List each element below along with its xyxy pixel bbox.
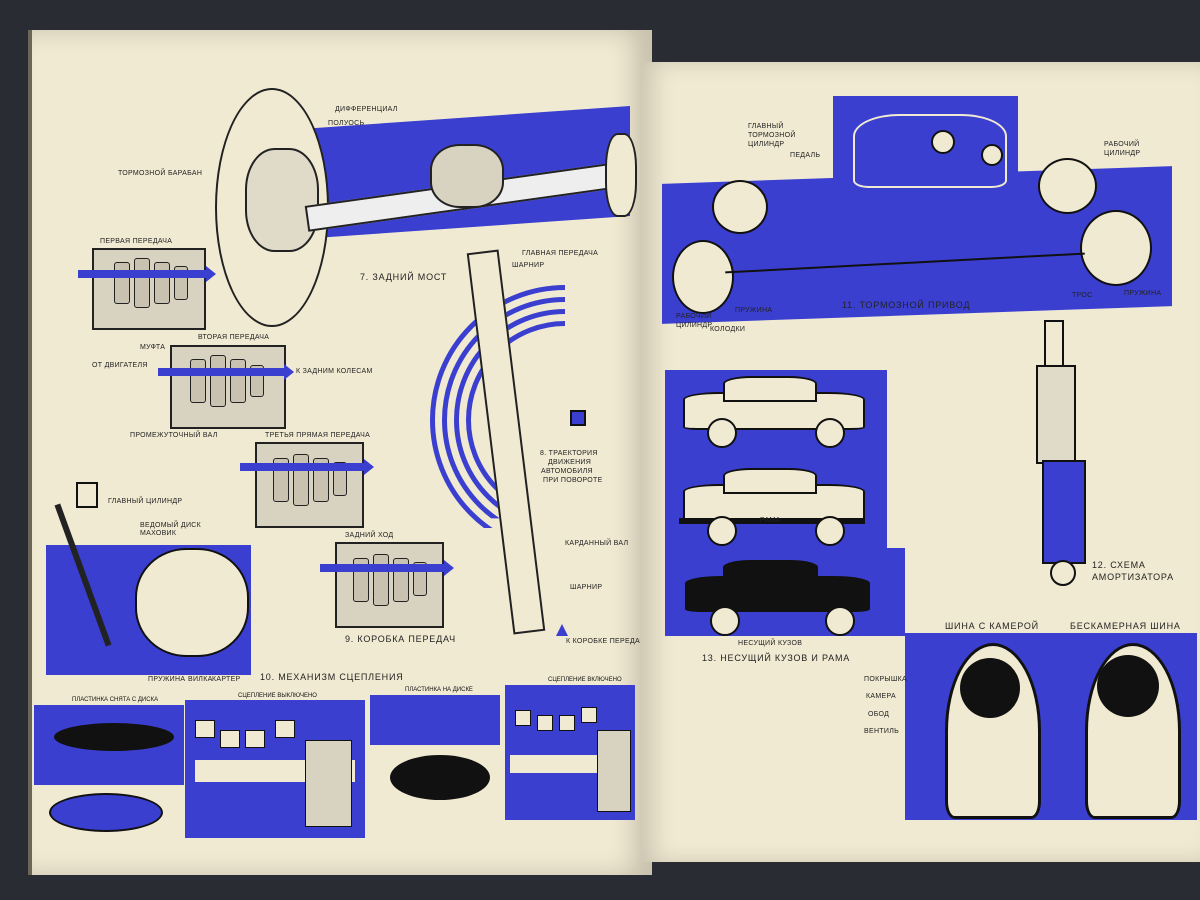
from-gearbox-label: К КОРОБКЕ ПЕРЕДАЧ <box>566 638 644 645</box>
first-gear-diagram <box>92 248 206 330</box>
housing-label: КАРТЕР <box>212 676 241 683</box>
cable-label: ТРОС <box>1072 292 1093 299</box>
cardan-shaft-label: КАРДАННЫЙ ВАЛ <box>565 540 628 547</box>
clutch-panel-1-label: ПЛАСТИНКА СНЯТА С ДИСКА <box>72 697 158 703</box>
coupling-label: МУФТА <box>140 344 165 351</box>
body-panel-3 <box>665 548 905 636</box>
clutch-panel-3 <box>370 695 500 830</box>
trajectory-caption-line-3: АВТОМОБИЛЯ <box>541 468 593 475</box>
brake-drum-rear-icon <box>1038 158 1097 214</box>
shock-absorber-diagram <box>1030 320 1100 595</box>
brake-drum-front-icon <box>712 180 768 234</box>
body-panel-2 <box>665 462 887 554</box>
reverse-flow-arrow <box>320 564 444 572</box>
cardan-direction-arrow-icon <box>556 624 568 636</box>
from-engine-label: ОТ ДВИГАТЕЛЯ <box>92 362 148 369</box>
third-gear-label: ТРЕТЬЯ ПРЯМАЯ ПЕРЕДАЧА <box>265 432 370 439</box>
half-shaft-label: ПОЛУОСЬ <box>328 120 364 127</box>
clutch-panel-1 <box>34 705 184 840</box>
clutch-panel-4 <box>505 685 635 820</box>
flywheel-label: МАХОВИК <box>140 530 176 537</box>
driven-disk-label: ВЕДОМЫЙ ДИСК <box>140 522 201 529</box>
rear-axle-joint-label: ШАРНИР <box>512 262 544 269</box>
second-gear-flow-arrow <box>158 368 284 376</box>
third-gear-flow-arrow <box>240 463 364 471</box>
master-cylinder-label-1: ГЛАВНЫЙ ЦИЛИНДР <box>108 498 182 505</box>
main-gear-label: ГЛАВНАЯ ПЕРЕДАЧА <box>522 250 598 257</box>
shock-caption-line-2: АМОРТИЗАТОРА <box>1092 572 1174 582</box>
master-brake-cylinder-label: ГЛАВНЫЙ ТОРМОЗНОЙ ЦИЛИНДР <box>748 122 818 149</box>
rim-label: ОБОД <box>868 711 889 718</box>
tube-tire-title: ШИНА С КАМЕРОЙ <box>945 621 1039 631</box>
master-cylinder-icon <box>76 482 98 508</box>
to-rear-wheels-label: К ЗАДНИМ КОЛЕСАМ <box>296 368 373 375</box>
rear-axle-caption: 7. ЗАДНИЙ МОСТ <box>360 272 447 282</box>
clutch-caption: 10. МЕХАНИЗМ СЦЕПЛЕНИЯ <box>260 672 404 682</box>
brake-car-inset <box>833 96 1018 214</box>
tubeless-tire-title: БЕСКАМЕРНАЯ ШИНА <box>1070 621 1181 631</box>
brake-drive-caption: 11. ТОРМОЗНОЙ ПРИВОД <box>842 300 970 310</box>
trajectory-caption-line-1: 8. ТРАЕКТОРИЯ <box>540 450 598 457</box>
reverse-gear-diagram <box>335 542 444 628</box>
second-gear-diagram <box>170 345 286 429</box>
pads-label: КОЛОДКИ <box>710 326 745 333</box>
brake-drum-label: ТОРМОЗНОЙ БАРАБАН <box>118 170 202 177</box>
differential-label: ДИФФЕРЕНЦИАЛ <box>335 106 398 113</box>
brake-drum-left-icon <box>672 240 734 314</box>
valve-label: ВЕНТИЛЬ <box>864 728 899 735</box>
shock-caption-line-1: 12. СХЕМА <box>1092 560 1146 570</box>
unibody-label: НЕСУЩИЙ КУЗОВ <box>738 640 802 647</box>
tires-panel <box>905 633 1197 820</box>
first-gear-flow-arrow <box>78 270 206 278</box>
clutch-panel-3-label: ПЛАСТИНКА НА ДИСКЕ <box>405 687 473 693</box>
body-panel-1 <box>665 370 887 462</box>
intermediate-shaft-label: ПРОМЕЖУТОЧНЫЙ ВАЛ <box>130 432 218 439</box>
clutch-panel-4-label: СЦЕПЛЕНИЕ ВКЛЮЧЕНО <box>548 677 622 683</box>
reverse-label: ЗАДНИЙ ХОД <box>345 532 393 539</box>
fork-label: ВИЛКА <box>188 676 213 683</box>
cardan-joint-label: ШАРНИР <box>570 584 602 591</box>
brake-drum-right-icon <box>1080 210 1152 286</box>
pedal-label: ПЕДАЛЬ <box>790 152 820 159</box>
spring-label: ПРУЖИНА <box>148 676 185 683</box>
clutch-housing <box>135 548 249 657</box>
first-gear-label: ПЕРВАЯ ПЕРЕДАЧА <box>100 238 172 245</box>
third-gear-diagram <box>255 442 364 528</box>
brake-spring-right-label: ПРУЖИНА <box>1124 290 1161 297</box>
tube-label: КАМЕРА <box>866 693 896 700</box>
clutch-panel-2 <box>185 700 365 838</box>
gearbox-caption: 9. КОРОБКА ПЕРЕДАЧ <box>345 634 456 644</box>
trajectory-caption-line-2: ДВИЖЕНИЯ <box>548 459 591 466</box>
body-caption: 13. НЕСУЩИЙ КУЗОВ И РАМА <box>702 653 850 663</box>
brake-spring-left-label: ПРУЖИНА <box>735 307 772 314</box>
clutch-panel-2-label: СЦЕПЛЕНИЕ ВЫКЛЮЧЕНО <box>238 693 317 699</box>
second-gear-label: ВТОРАЯ ПЕРЕДАЧА <box>198 334 269 341</box>
trajectory-caption-line-4: ПРИ ПОВОРОТЕ <box>543 477 603 484</box>
casing-label: ПОКРЫШКА <box>864 676 907 683</box>
work-cylinder-right-label: РАБОЧИЙ ЦИЛИНДР <box>1104 140 1154 158</box>
frame-label: РАМА <box>760 517 781 524</box>
